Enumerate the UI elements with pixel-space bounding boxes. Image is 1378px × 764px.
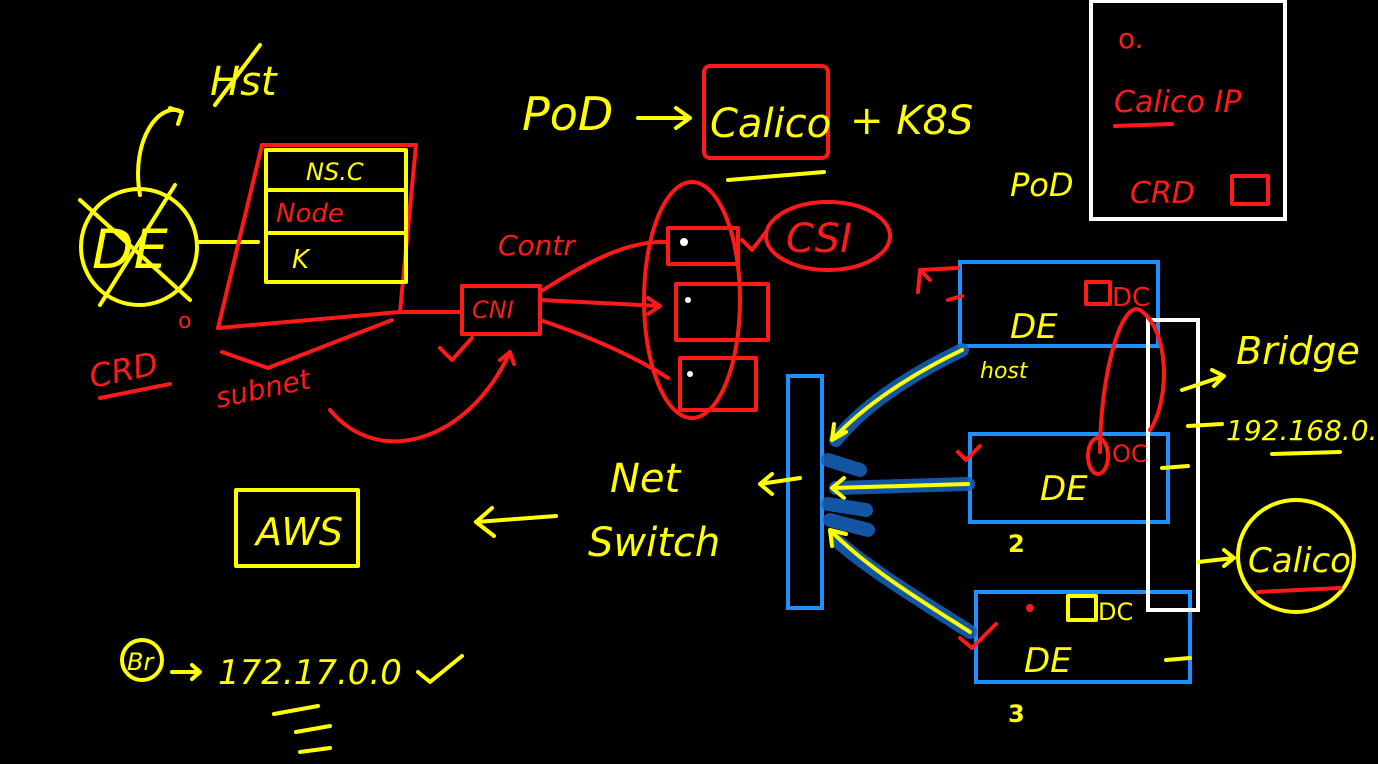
label-pod-top: PoD [522, 87, 613, 141]
arrow-to-bridge [1180, 368, 1226, 392]
crd-underline [98, 382, 172, 400]
calico-right-underline [1256, 586, 1342, 594]
pod-dot-2 [685, 297, 691, 303]
pod-box-3 [678, 356, 758, 412]
label-plus-k8s: + K8S [850, 98, 973, 144]
small-circle: o [178, 309, 191, 334]
host2-red-label: OC [1112, 440, 1148, 468]
dash-host3-bridge [1164, 656, 1192, 662]
cni-to-pod3 [538, 318, 670, 380]
label-bridge-range: 192.168.0.0 [1226, 414, 1378, 447]
box-dot-mark: o. [1118, 22, 1144, 55]
label-cni: CNI [472, 296, 514, 324]
label-switch: Switch [588, 520, 720, 566]
aws-box [234, 488, 360, 568]
label-bridge-ip: 172.17.0.0 [218, 653, 402, 693]
arrow-pod-to-calico [636, 106, 692, 130]
label-br: Br [127, 648, 155, 676]
host3-dot [1026, 604, 1034, 612]
dash-to-range [1186, 422, 1224, 428]
label-host: host [980, 359, 1029, 384]
host-red-link [1098, 307, 1166, 454]
bridge-rect [1146, 318, 1200, 612]
label-node-sg: Node [276, 199, 344, 229]
label-de-3: DE [1024, 641, 1072, 681]
arrow-de-up [136, 106, 184, 197]
pod-box-2 [674, 282, 770, 342]
label-de-1: DE [1010, 307, 1058, 347]
label-calico-top: Calico [710, 101, 831, 147]
label-de-2: DE [1040, 469, 1088, 509]
cni-to-pod2 [538, 296, 662, 316]
cni-box [460, 284, 542, 336]
pod-dot-3 [687, 371, 693, 377]
label-box-crd: CRD [1130, 176, 1195, 211]
subnet-curve [328, 350, 516, 444]
host2-red-ellipse [1086, 436, 1110, 476]
box-crd-square [1230, 174, 1270, 206]
info-box [1089, 0, 1287, 221]
label-num-2: 2 [1008, 530, 1025, 558]
host1-red-arrow [916, 266, 964, 302]
label-aws: AWS [253, 510, 343, 554]
range-underline [1270, 450, 1342, 456]
label-csi: CSI [786, 216, 852, 262]
switch-out-arrow [758, 472, 802, 496]
label-bridge: Bridge [1236, 329, 1360, 373]
label-pod-right: PoD [1010, 166, 1074, 204]
label-num-3: 3 [1008, 700, 1025, 728]
bridge-ip-check [416, 654, 464, 684]
cni-checkmark [438, 336, 474, 362]
pods-ellipse [642, 180, 742, 420]
pod-dot-1 [680, 238, 688, 246]
arrow-to-calico [1196, 548, 1236, 568]
label-net: Net [610, 456, 682, 502]
calico-top-underline [726, 170, 826, 182]
subnet-bracket [220, 318, 394, 370]
host2-check [956, 444, 982, 462]
crossed-word-line [213, 43, 262, 107]
cni-to-pod1 [538, 239, 670, 294]
node-table [264, 148, 408, 284]
calico-top-box [702, 64, 830, 160]
label-nsic: NS.C [306, 158, 364, 186]
label-box-calico-ip: Calico IP [1114, 85, 1242, 120]
host3-yellow-square [1066, 594, 1098, 622]
host3-check [958, 622, 998, 650]
calico-right-ellipse [1236, 498, 1356, 614]
link-host1-switch-shadow [829, 343, 969, 447]
box-underline [1113, 122, 1174, 128]
csi-ellipse [764, 200, 892, 272]
pod-box-1 [666, 226, 740, 266]
host1-red-label: DC [1112, 283, 1150, 313]
br-circle [120, 638, 164, 682]
link-host1-switch [830, 348, 964, 442]
cross-out-lines [78, 183, 192, 307]
host3-yellow-label: DC [1098, 598, 1133, 626]
label-calico-right: Calico [1248, 541, 1351, 581]
switch-bar [786, 374, 824, 610]
label-k: K [292, 245, 311, 275]
pod-check [740, 230, 768, 252]
dash-host2-bridge [1160, 464, 1190, 470]
label-cntr: Contr [498, 229, 576, 262]
br-arrow [170, 663, 202, 681]
arrow-to-aws [474, 506, 558, 538]
label-subnet: subnet [213, 362, 315, 414]
host1-red-square [1084, 280, 1112, 306]
link-host2-switch [830, 476, 970, 500]
host-box-1 [958, 260, 1160, 348]
switch-hatch [821, 453, 875, 537]
equals-marks [272, 704, 332, 754]
host-box-3 [974, 590, 1192, 684]
link-host3-switch [828, 528, 972, 634]
